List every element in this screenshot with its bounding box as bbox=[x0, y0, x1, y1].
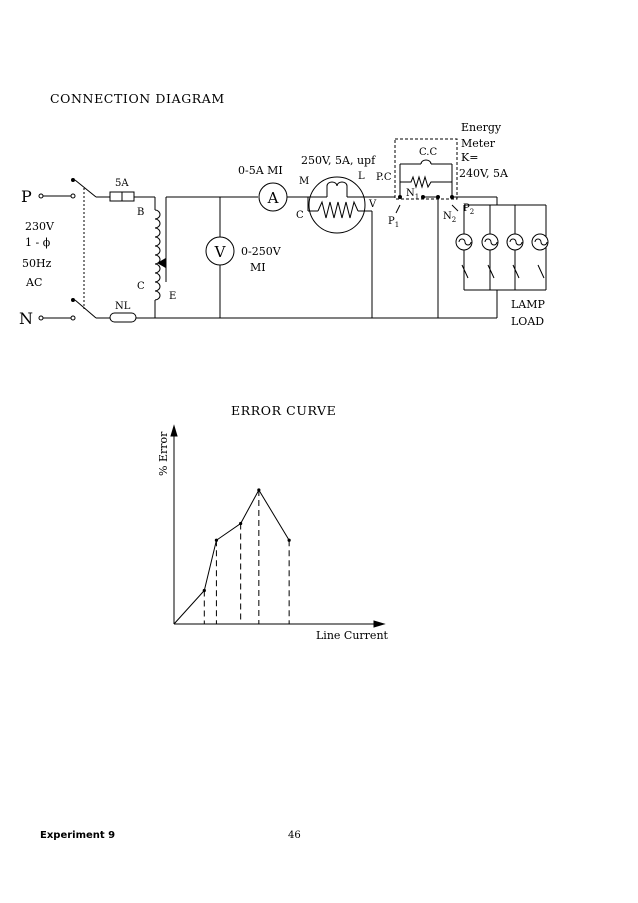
neutral-terminal bbox=[38, 315, 76, 321]
energy-meter-title-1: Energy bbox=[461, 121, 502, 134]
data-point bbox=[287, 538, 291, 542]
fuse-label: 5A bbox=[115, 178, 129, 189]
supply-freq-label: 50Hz bbox=[22, 257, 52, 270]
wattmeter-v-label: V bbox=[368, 199, 377, 210]
error-curve-title: ERROR CURVE bbox=[231, 403, 337, 418]
energy-meter-rating-label: 240V, 5A bbox=[459, 167, 509, 180]
data-point bbox=[239, 521, 243, 526]
connection-diagram bbox=[38, 138, 549, 323]
wattmeter bbox=[307, 176, 395, 318]
neutral-link bbox=[109, 312, 137, 323]
chart-marks bbox=[173, 488, 291, 625]
lamp-2 bbox=[481, 233, 499, 279]
current-coil-label: C.C bbox=[419, 147, 437, 158]
energy-meter-k-label: K= bbox=[461, 151, 478, 164]
energy-meter-pressure-coil bbox=[400, 175, 452, 189]
energy-meter-terminals bbox=[395, 195, 497, 318]
connection-labels: P N 230V 1 - ϕ 50Hz AC 5A NL B C E 0-5A … bbox=[19, 121, 546, 328]
phase-label: P bbox=[21, 187, 32, 206]
n2-label: N2 bbox=[443, 211, 456, 224]
energy-meter-box bbox=[394, 138, 458, 200]
ammeter-rating-label: 0-5A MI bbox=[238, 164, 283, 177]
lamp-1 bbox=[455, 233, 473, 279]
supply-phase-label: 1 - ϕ bbox=[25, 236, 51, 249]
autotransformer-b-label: B bbox=[137, 207, 144, 218]
data-point bbox=[202, 588, 206, 593]
energy-meter-title-2: Meter bbox=[461, 137, 496, 150]
wattmeter-m-label: M bbox=[299, 176, 309, 187]
wattmeter-rating-label: 250V, 5A, upf bbox=[301, 154, 376, 167]
lamp-4 bbox=[531, 233, 549, 279]
autotransformer-e-label: E bbox=[169, 291, 176, 302]
wattmeter-l-label: L bbox=[358, 171, 365, 182]
data-point bbox=[214, 538, 219, 542]
page-number: 46 bbox=[288, 830, 301, 841]
experiment-label: Experiment 9 bbox=[40, 830, 116, 841]
ammeter-symbol: A bbox=[267, 189, 279, 207]
load-label-2: LOAD bbox=[511, 315, 544, 328]
autotransformer-c-label: C bbox=[137, 281, 145, 292]
pressure-coil-label: P.C bbox=[376, 172, 392, 183]
voltmeter-symbol: V bbox=[214, 243, 227, 261]
error-series-line bbox=[173, 488, 290, 625]
phase-terminal bbox=[38, 193, 76, 199]
y-axis-label: % Error bbox=[157, 431, 170, 476]
x-axis-label: Line Current bbox=[316, 629, 389, 642]
energy-meter-current-coil bbox=[399, 159, 453, 197]
voltmeter-rating-label: 0-250V bbox=[241, 245, 282, 258]
p1-label: P1 bbox=[388, 216, 399, 229]
n1-label: N1 bbox=[406, 188, 419, 201]
p2-label: P2 bbox=[463, 203, 474, 216]
data-point bbox=[257, 488, 261, 492]
chart-axes bbox=[170, 424, 386, 628]
autotransformer-coil bbox=[154, 209, 161, 301]
link-label: NL bbox=[115, 301, 131, 312]
lamp-3 bbox=[506, 233, 524, 279]
load-label-1: LAMP bbox=[511, 298, 546, 311]
neutral-label: N bbox=[19, 309, 33, 328]
wattmeter-c-label: C bbox=[296, 210, 304, 221]
error-curve-chart: % Error Line Current bbox=[157, 424, 389, 642]
supply-voltage-label: 230V bbox=[25, 220, 55, 233]
connection-diagram-title: CONNECTION DIAGRAM bbox=[50, 91, 225, 106]
supply-type-label: AC bbox=[25, 276, 42, 289]
voltmeter-type-label: MI bbox=[250, 261, 266, 274]
dpst-switch bbox=[71, 178, 97, 319]
